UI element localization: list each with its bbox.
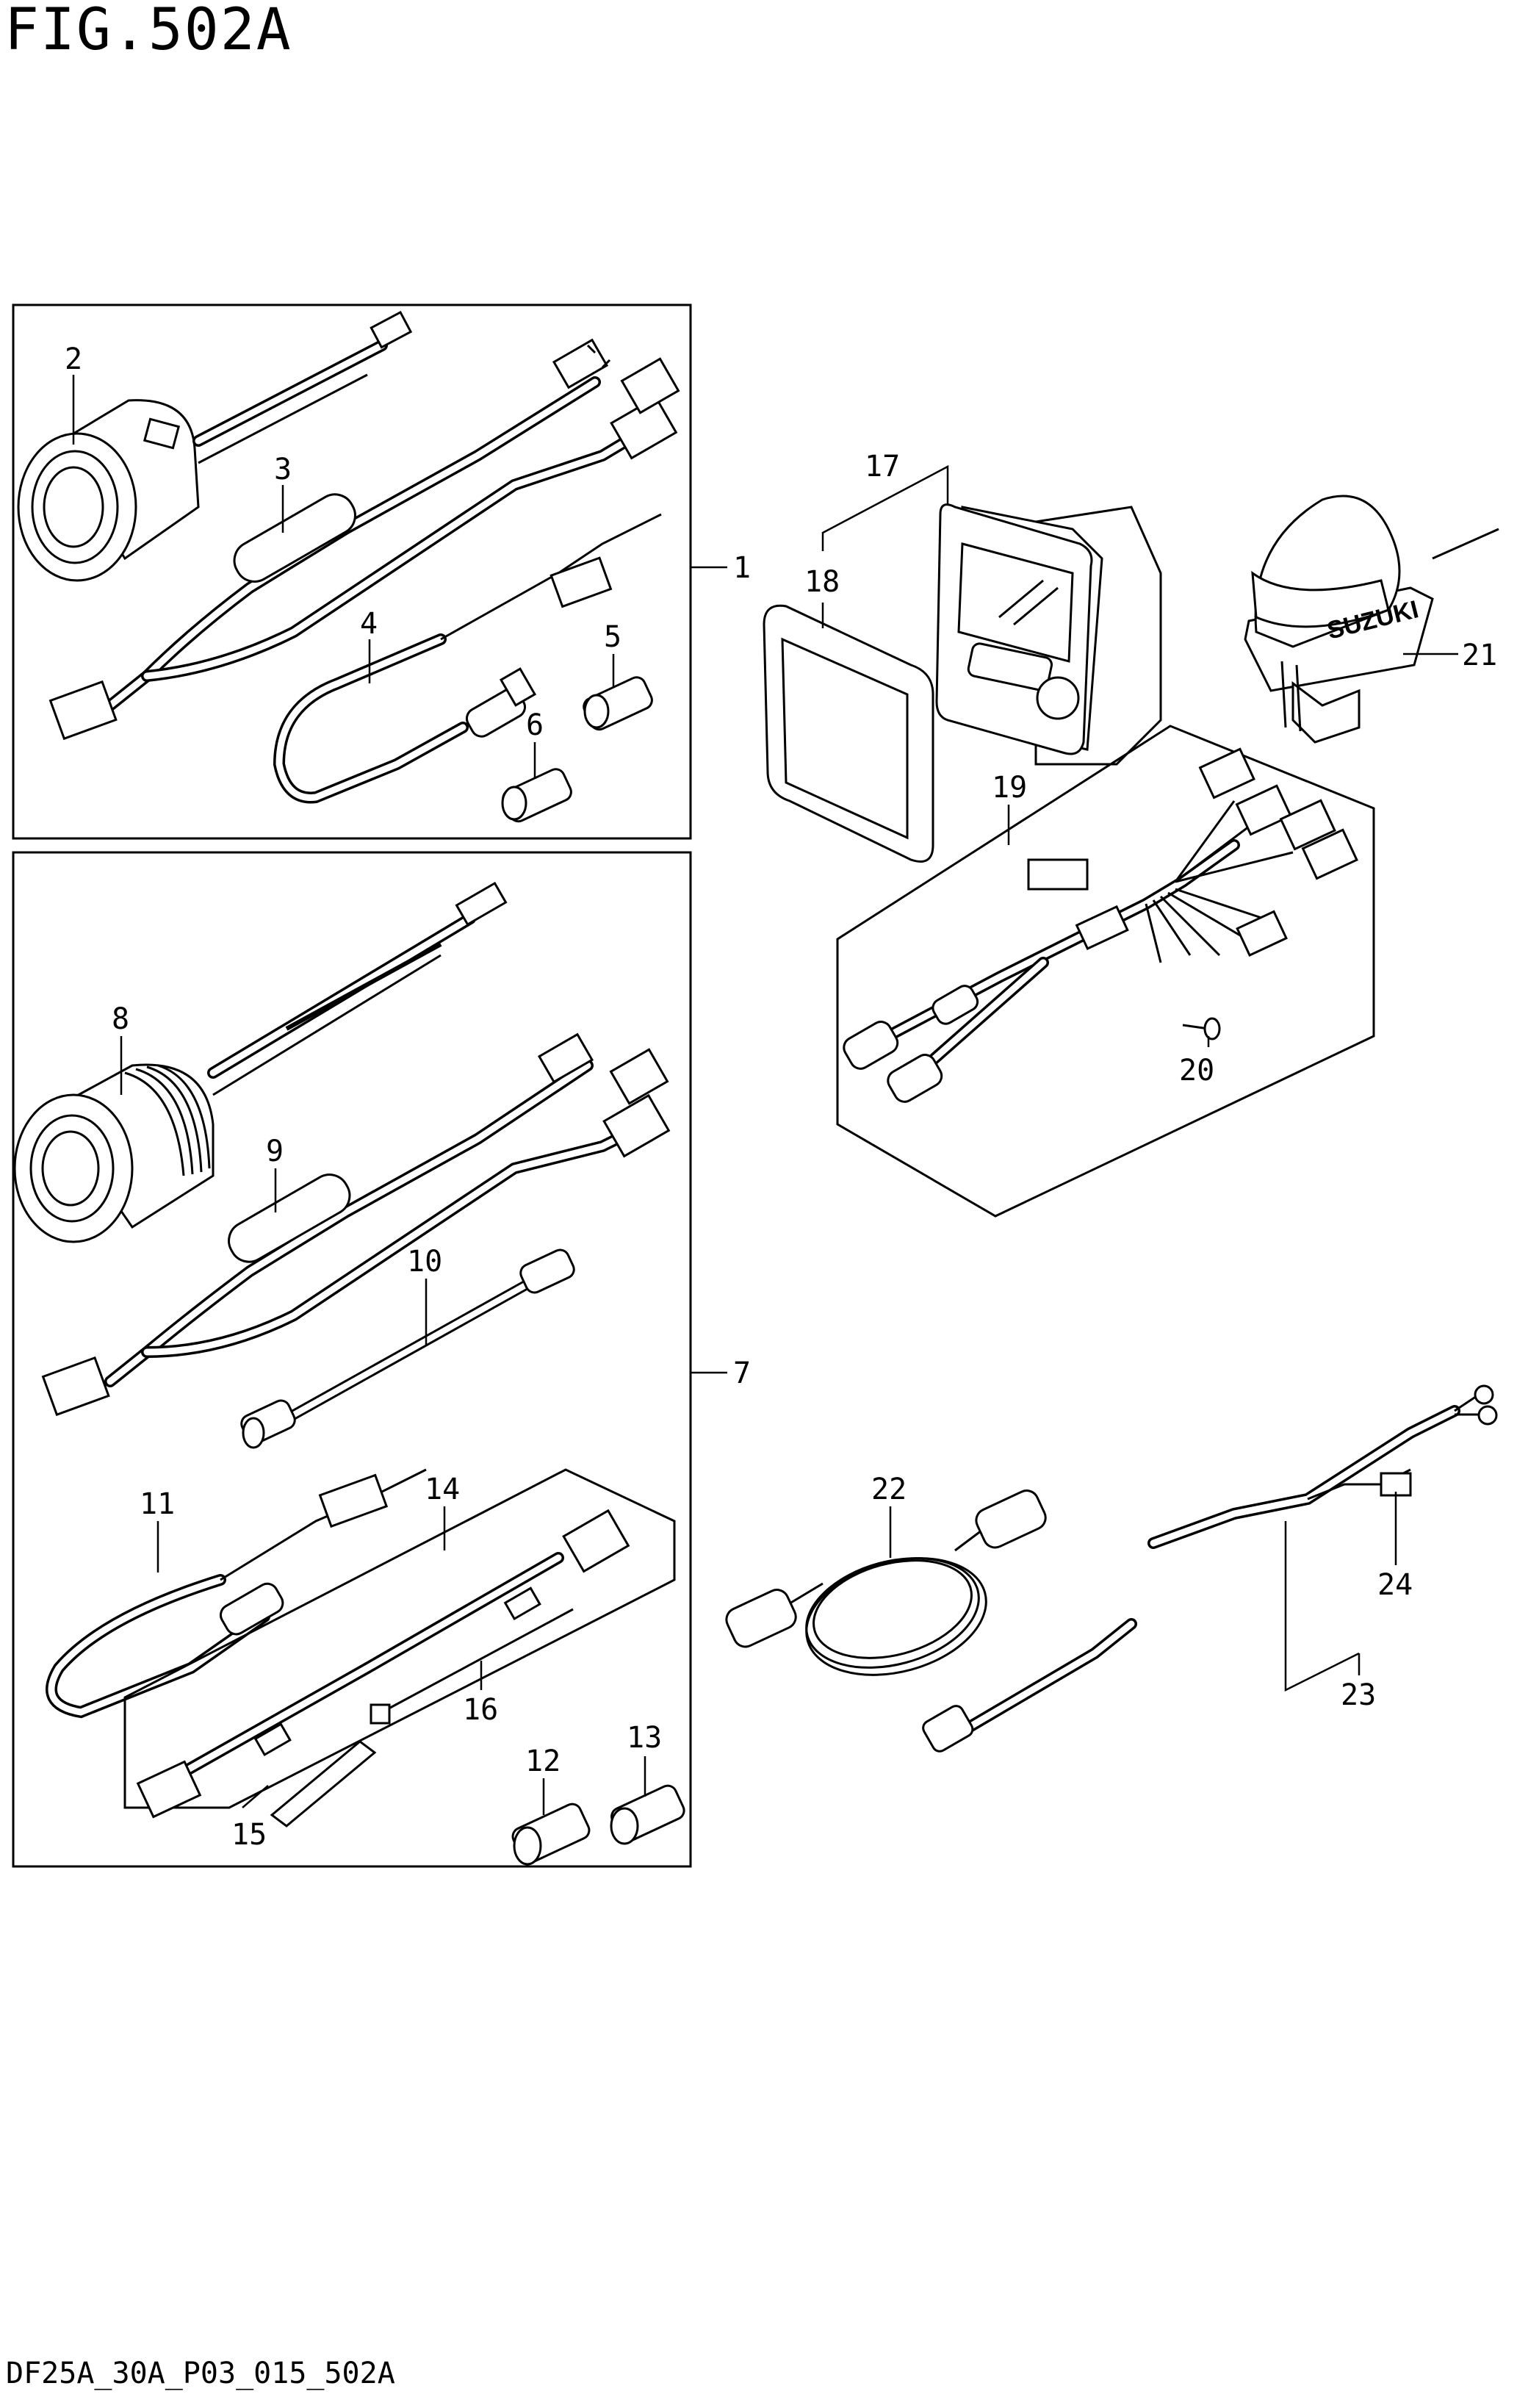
callout-14: 14 <box>425 1473 460 1506</box>
cap-12[interactable] <box>510 1801 592 1866</box>
group-frame-7 <box>12 851 692 1868</box>
gauge-meter-2[interactable] <box>17 399 200 582</box>
callout-19: 19 <box>992 771 1027 805</box>
callout-18: 18 <box>804 565 840 599</box>
cable-10[interactable] <box>239 1247 577 1449</box>
callout-22: 22 <box>871 1473 907 1506</box>
callout-5: 5 <box>604 620 621 654</box>
callout-15: 15 <box>231 1818 267 1852</box>
gauge-cable-2 <box>192 310 413 464</box>
harness-19[interactable] <box>840 747 1358 1105</box>
callout-6: 6 <box>526 708 544 742</box>
clip-15[interactable] <box>270 1740 377 1827</box>
group-frame-1 <box>12 303 692 840</box>
callout-24: 24 <box>1377 1568 1413 1602</box>
callout-20: 20 <box>1179 1054 1214 1088</box>
callout-13: 13 <box>627 1721 662 1755</box>
callout-17: 17 <box>865 450 900 484</box>
callout-21: 21 <box>1462 639 1497 672</box>
group-frame-19 <box>836 725 1375 1218</box>
callout-2: 2 <box>65 342 82 376</box>
gauge-meter-8[interactable] <box>13 1063 215 1243</box>
callout-8: 8 <box>112 1002 129 1036</box>
antenna-unit-21[interactable]: SUZUKI <box>1244 495 1499 744</box>
tie-band-16[interactable] <box>370 1608 574 1725</box>
display-unit-17[interactable] <box>935 503 1162 766</box>
callout-12: 12 <box>525 1744 561 1778</box>
gauge-cable-8 <box>207 881 508 1096</box>
harness-14[interactable] <box>136 1509 630 1819</box>
callout-23: 23 <box>1341 1678 1376 1712</box>
callout-11: 11 <box>140 1487 175 1521</box>
callout-4: 4 <box>360 607 378 641</box>
callout-7: 7 <box>733 1356 751 1390</box>
harness-9[interactable] <box>41 1032 671 1417</box>
callout-1: 1 <box>733 551 751 585</box>
callout-3: 3 <box>274 453 292 486</box>
display-cover-18[interactable] <box>763 604 934 863</box>
drawing-code: DF25A_30A_P03_015_502A <box>6 2357 395 2390</box>
callout-10: 10 <box>407 1245 442 1279</box>
sensor-cable-4[interactable] <box>273 513 662 804</box>
group-frame-14 <box>123 1468 676 1809</box>
harness-3[interactable] <box>48 338 680 741</box>
screw-20[interactable] <box>1182 1017 1221 1041</box>
figure-title: FIG.502A <box>4 0 292 63</box>
cap-5[interactable] <box>581 675 655 733</box>
extension-cable-22[interactable] <box>723 1487 1050 1693</box>
callout-9: 9 <box>266 1135 284 1168</box>
sensor-cable-11[interactable] <box>46 1468 427 1719</box>
cap-6[interactable] <box>500 766 574 824</box>
cap-13[interactable] <box>609 1783 687 1845</box>
callout-16: 16 <box>463 1693 498 1727</box>
